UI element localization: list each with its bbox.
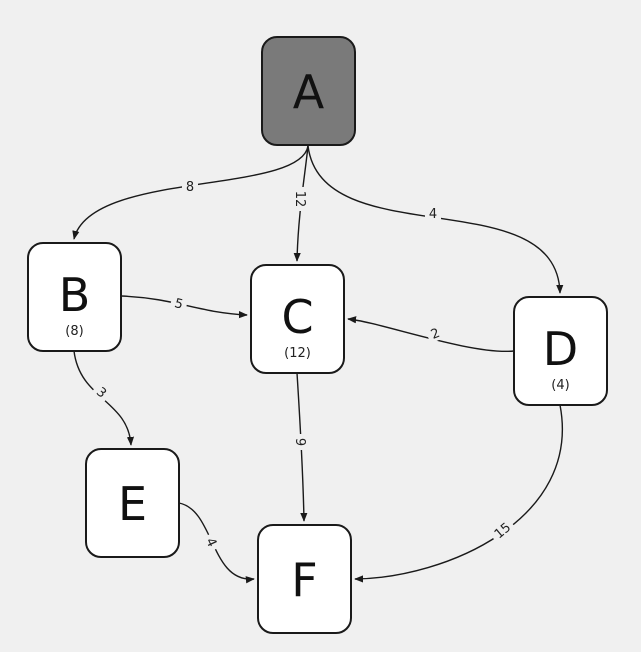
node-distance-label: (8) [65,324,83,339]
edge-d-f: 15 [354,404,563,583]
node-box [27,242,122,352]
edge-label-background [201,531,223,553]
node-label: D [543,322,578,376]
edge-weight-label: 9 [292,438,307,446]
edge-label-background [182,178,198,194]
edge-arrow [354,404,563,583]
node-d: D (4) [513,296,608,406]
node-box [257,524,352,634]
edges-layer: 8 12 4 5 3 2 9 4 15 [72,145,564,584]
node-box [513,296,608,406]
node-label: A [293,65,325,119]
edge-a-c: 12 [292,145,309,262]
edge-label-background [424,322,446,344]
node-b: B (8) [27,242,122,352]
node-e: E [85,448,180,558]
node-label: B [59,268,91,322]
edge-weight-label: 5 [173,296,185,313]
node-label: E [118,477,147,531]
edge-b-e: 3 [73,350,135,446]
node-c: C (12) [250,264,345,374]
node-box [85,448,180,558]
edge-label-background [90,380,114,404]
node-distance-label: (4) [551,378,569,393]
nodes-layer: A B (8) C (12) D (4) E F [27,36,608,634]
edge-d-c: 2 [347,316,515,353]
node-f: F [257,524,352,634]
edge-label-background [169,293,189,313]
node-box [261,36,356,146]
node-label: F [291,553,317,607]
edge-c-f: 9 [292,372,309,522]
edge-label-background [487,516,517,544]
edge-e-f: 4 [178,502,255,584]
edge-weight-label: 8 [186,180,194,195]
edge-arrow [120,295,248,319]
edge-label-background [293,434,309,450]
node-distance-label: (12) [284,346,311,361]
edge-weight-label: 4 [429,207,437,222]
edge-a-d: 4 [307,145,564,294]
node-box [250,264,345,374]
edge-weight-label: 12 [292,191,307,208]
edge-b-c: 5 [120,293,248,319]
edge-label-background [293,187,309,211]
edge-arrow [347,316,515,353]
edge-label-background [425,205,441,221]
node-label: C [281,290,313,344]
node-a: A [261,36,356,146]
edge-a-b: 8 [72,145,309,240]
